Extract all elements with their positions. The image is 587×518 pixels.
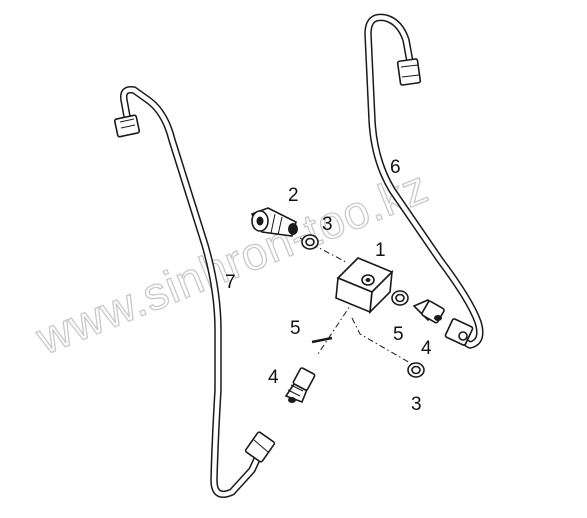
callout-3-upper: 3: [322, 214, 333, 235]
sealing-washer-3-lower: [407, 362, 425, 378]
callout-1: 1: [375, 240, 386, 261]
watermark-text: www.sinhron-too.kz: [28, 160, 435, 365]
pipe-6-top-nut: [396, 58, 422, 86]
union-fitting-right: [412, 299, 445, 324]
callout-7: 7: [225, 272, 236, 293]
callout-6: 6: [390, 157, 401, 178]
pipe-7-top-nut: [113, 114, 141, 138]
pipe-7-bottom-nut: [244, 431, 276, 463]
distributor-block-1: [335, 257, 394, 315]
sealing-washer-3-upper: [301, 234, 319, 250]
banjo-bolt-2: [250, 207, 298, 237]
leader-line-washer-5-left: [317, 299, 355, 355]
leader-line-washer-lower-right: [351, 317, 413, 365]
callout-4-left: 4: [268, 367, 279, 388]
thin-washer-5: [311, 336, 333, 344]
union-fitting-4: [284, 367, 316, 404]
callout-5-right: 5: [393, 324, 404, 345]
fuel-pipe-7: [113, 85, 276, 498]
fuel-pipe-6: [364, 13, 484, 349]
callout-3-lower: 3: [411, 394, 422, 415]
callout-2: 2: [288, 185, 299, 206]
leader-line-bolt-2: [299, 237, 347, 263]
sealing-washer-right: [391, 290, 409, 306]
callout-4-right: 4: [421, 338, 432, 359]
callout-5-left: 5: [290, 318, 301, 339]
